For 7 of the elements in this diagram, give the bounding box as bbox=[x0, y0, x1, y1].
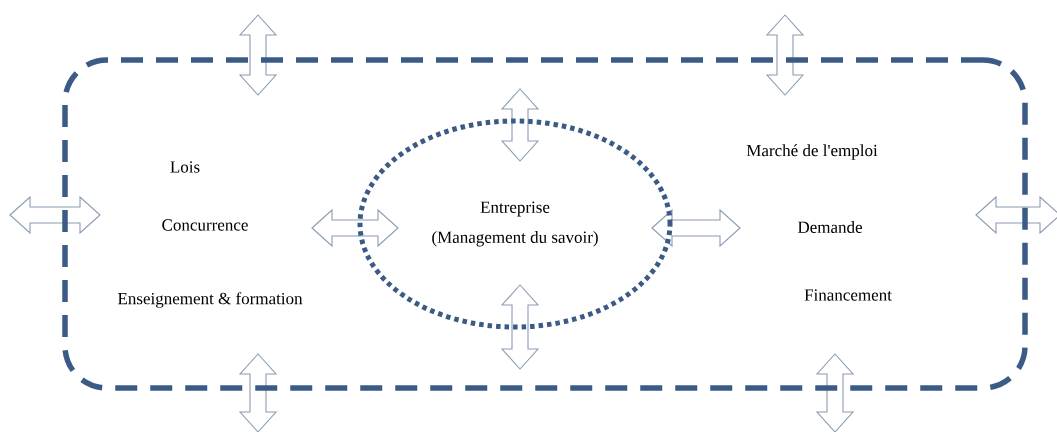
factor-label: Lois bbox=[170, 161, 200, 173]
factor-label: Concurrence bbox=[162, 219, 248, 231]
factor-label: Enseignement & formation bbox=[117, 292, 303, 308]
factor-label: Marché de l'emploi bbox=[746, 144, 878, 160]
factor-label: Demande bbox=[797, 221, 862, 233]
dashed-frame bbox=[62, 57, 1028, 391]
factor-label: Financement bbox=[804, 289, 892, 301]
